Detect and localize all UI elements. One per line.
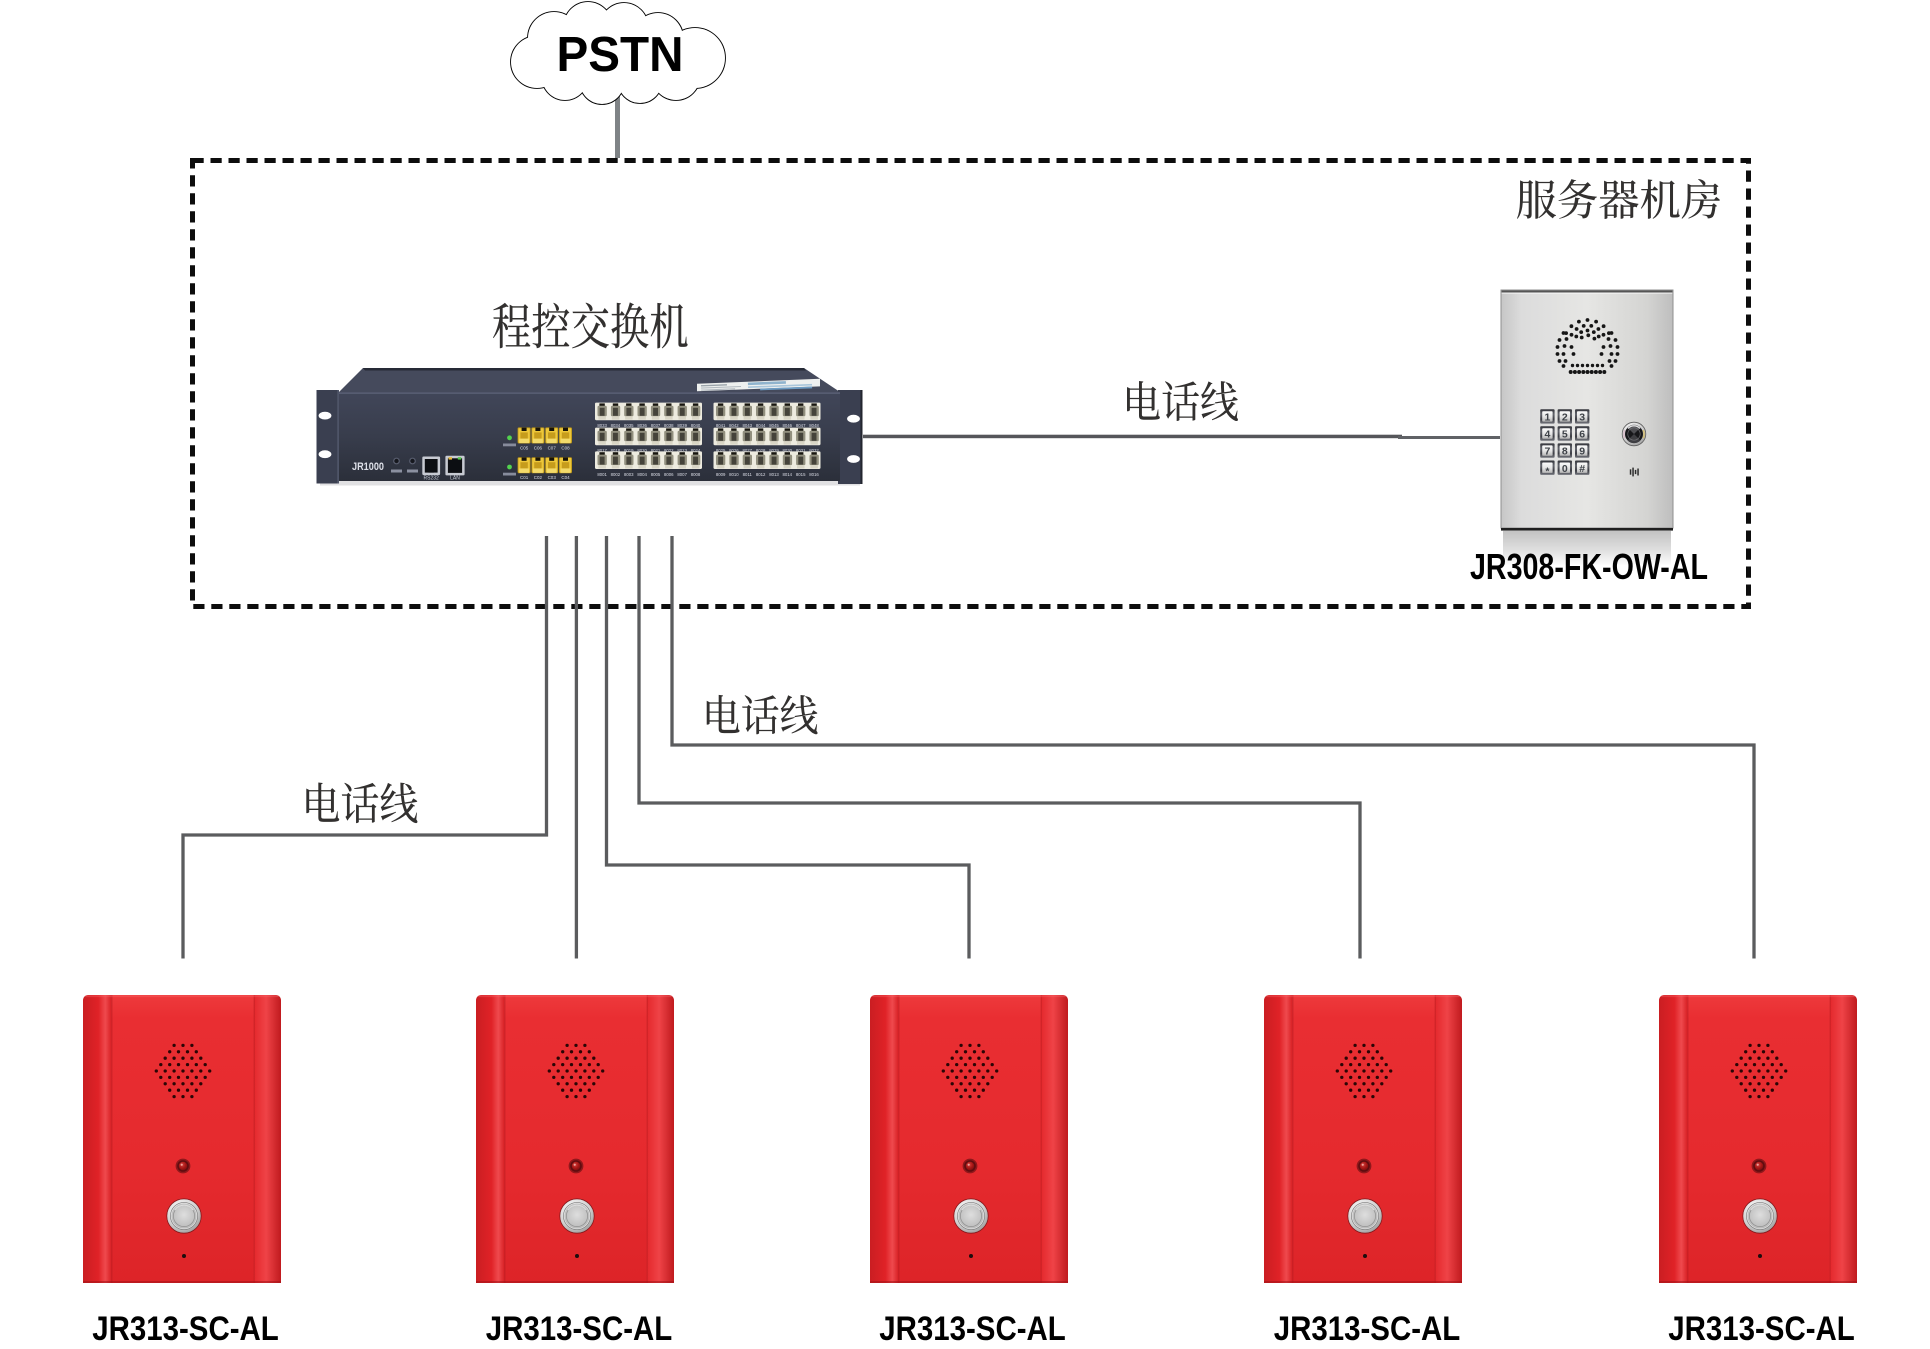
svg-text:8016: 8016 [809, 472, 819, 477]
svg-text:JR313-SC-AL: JR313-SC-AL [1668, 1310, 1855, 1348]
svg-text:9: 9 [1579, 446, 1585, 458]
svg-text:C07: C07 [548, 445, 557, 450]
svg-text:8022: 8022 [664, 448, 674, 453]
svg-text:0: 0 [1562, 463, 1568, 475]
svg-text:8032: 8032 [809, 448, 819, 453]
svg-text:8018: 8018 [611, 448, 621, 453]
svg-text:8034: 8034 [611, 423, 621, 428]
svg-text:C08: C08 [561, 445, 570, 450]
svg-text:RS232: RS232 [424, 476, 440, 482]
svg-text:JR313-SC-AL: JR313-SC-AL [92, 1310, 279, 1348]
svg-text:8048: 8048 [809, 423, 819, 428]
svg-text:8036: 8036 [637, 423, 647, 428]
svg-text:JR1000: JR1000 [352, 461, 384, 473]
svg-text:8025: 8025 [716, 448, 726, 453]
svg-text:8042: 8042 [729, 423, 739, 428]
svg-text:4: 4 [1544, 429, 1550, 441]
svg-text:8035: 8035 [624, 423, 634, 428]
svg-text:8041: 8041 [716, 423, 726, 428]
svg-text:C02: C02 [534, 475, 543, 480]
svg-text:8004: 8004 [637, 472, 647, 477]
svg-text:8027: 8027 [743, 448, 753, 453]
svg-text:8017: 8017 [597, 448, 607, 453]
svg-text:7: 7 [1544, 446, 1550, 458]
svg-text:8039: 8039 [677, 423, 687, 428]
svg-text:8024: 8024 [691, 448, 701, 453]
svg-text:8020: 8020 [637, 448, 647, 453]
svg-text:*: * [1545, 465, 1550, 477]
svg-text:8010: 8010 [729, 472, 739, 477]
svg-text:8030: 8030 [783, 448, 793, 453]
svg-text:8015: 8015 [796, 472, 806, 477]
svg-text:8011: 8011 [743, 472, 753, 477]
svg-text:JR308-FK-OW-AL: JR308-FK-OW-AL [1470, 546, 1708, 587]
svg-text:8001: 8001 [597, 472, 607, 477]
svg-text:C01: C01 [520, 475, 529, 480]
svg-text:8009: 8009 [716, 472, 726, 477]
svg-text:C06: C06 [534, 445, 543, 450]
svg-text:8047: 8047 [796, 423, 806, 428]
svg-text:8045: 8045 [769, 423, 779, 428]
svg-text:LAN: LAN [450, 476, 460, 482]
svg-text:8037: 8037 [651, 423, 661, 428]
svg-text:8040: 8040 [691, 423, 701, 428]
svg-text:1: 1 [1544, 412, 1550, 424]
svg-text:8044: 8044 [756, 423, 766, 428]
svg-text:8014: 8014 [783, 472, 793, 477]
svg-text:8002: 8002 [611, 472, 621, 477]
svg-text:8026: 8026 [729, 448, 739, 453]
svg-text:8019: 8019 [624, 448, 634, 453]
svg-text:8023: 8023 [677, 448, 687, 453]
svg-text:JR313-SC-AL: JR313-SC-AL [879, 1310, 1066, 1348]
svg-text:JR313-SC-AL: JR313-SC-AL [486, 1310, 673, 1348]
svg-text:8046: 8046 [783, 423, 793, 428]
svg-text:2: 2 [1562, 412, 1568, 424]
svg-text:8028: 8028 [756, 448, 766, 453]
svg-text:8043: 8043 [743, 423, 753, 428]
svg-text:#: # [1579, 463, 1585, 475]
svg-text:8012: 8012 [756, 472, 766, 477]
svg-text:8038: 8038 [664, 423, 674, 428]
svg-text:8013: 8013 [769, 472, 779, 477]
svg-text:8003: 8003 [624, 472, 634, 477]
svg-text:8033: 8033 [597, 423, 607, 428]
svg-text:C03: C03 [548, 475, 557, 480]
svg-text:C04: C04 [561, 475, 570, 480]
svg-text:C05: C05 [520, 445, 529, 450]
svg-text:5: 5 [1562, 429, 1568, 441]
svg-text:JR313-SC-AL: JR313-SC-AL [1274, 1310, 1461, 1348]
svg-text:8006: 8006 [664, 472, 674, 477]
svg-text:8007: 8007 [677, 472, 687, 477]
svg-text:6: 6 [1579, 429, 1585, 441]
svg-text:8021: 8021 [651, 448, 661, 453]
svg-text:8029: 8029 [769, 448, 779, 453]
svg-text:8: 8 [1562, 446, 1568, 458]
svg-text:3: 3 [1579, 412, 1585, 424]
svg-text:8031: 8031 [796, 448, 806, 453]
svg-text:8005: 8005 [651, 472, 661, 477]
svg-text:8008: 8008 [691, 472, 701, 477]
svg-text:PSTN: PSTN [557, 28, 684, 82]
